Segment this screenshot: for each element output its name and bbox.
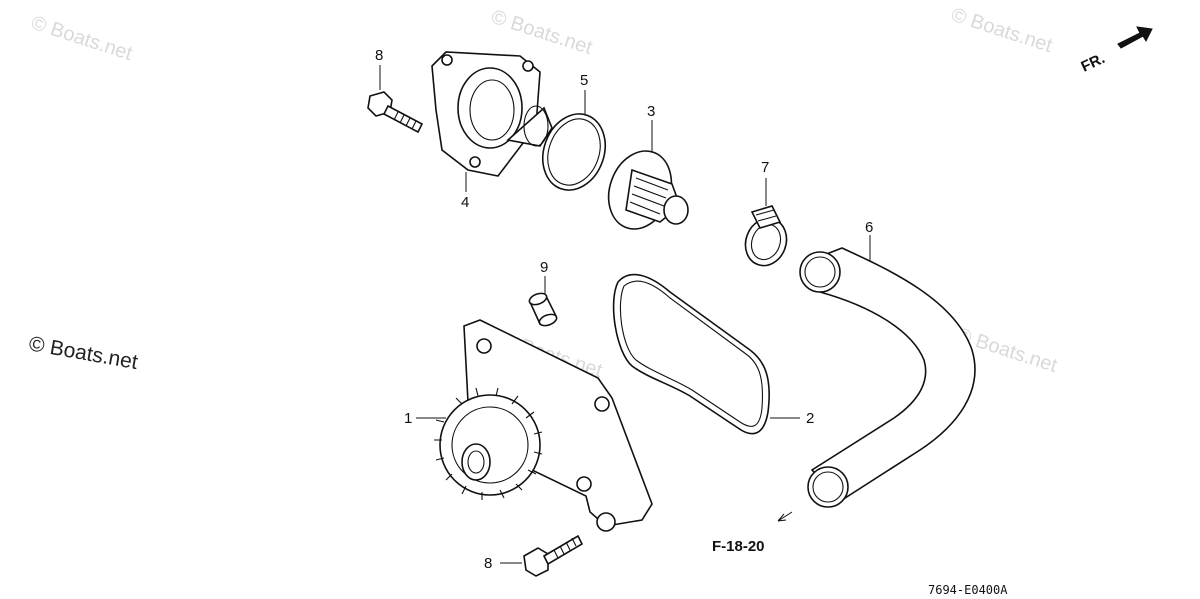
watermark-top-left: © Boats.net <box>28 12 135 65</box>
callout-2: 2 <box>806 410 814 427</box>
diagram-code: 7694-E0400A <box>928 583 1008 597</box>
pump-pulley-teeth <box>434 387 543 500</box>
callout-3: 3 <box>647 103 655 120</box>
front-label: FR. <box>1079 50 1108 76</box>
thermostat <box>607 150 689 230</box>
watermark-left: © Boats.net <box>27 332 140 374</box>
callout-9: 9 <box>540 259 548 276</box>
front-arrow-icon <box>1117 26 1153 49</box>
water-pump-gasket <box>612 273 770 435</box>
watermark-top-center: © Boats.net <box>488 6 595 59</box>
callout-5: 5 <box>580 72 588 89</box>
callout-8-upper: 8 <box>375 47 383 64</box>
reference-label: F-18-20 <box>712 538 765 555</box>
callout-8-lower: 8 <box>484 555 492 572</box>
front-direction-indicator: FR. <box>1079 26 1153 76</box>
o-ring <box>542 113 606 191</box>
watermark-top-right: © Boats.net <box>948 4 1055 57</box>
reference-indicator: F-18-20 <box>712 511 793 555</box>
thermostat-cover <box>431 51 553 177</box>
reference-arrow-icon <box>777 511 793 522</box>
bolt-upper <box>367 91 424 134</box>
hose-clamp <box>744 205 788 267</box>
callout-4: 4 <box>461 194 469 211</box>
callout-7: 7 <box>761 159 769 176</box>
water-pump <box>434 319 653 532</box>
water-hose <box>799 247 976 508</box>
callout-1: 1 <box>404 410 412 427</box>
bolt-lower <box>523 534 584 577</box>
callout-6: 6 <box>865 219 873 236</box>
dowel-pin <box>528 292 558 327</box>
